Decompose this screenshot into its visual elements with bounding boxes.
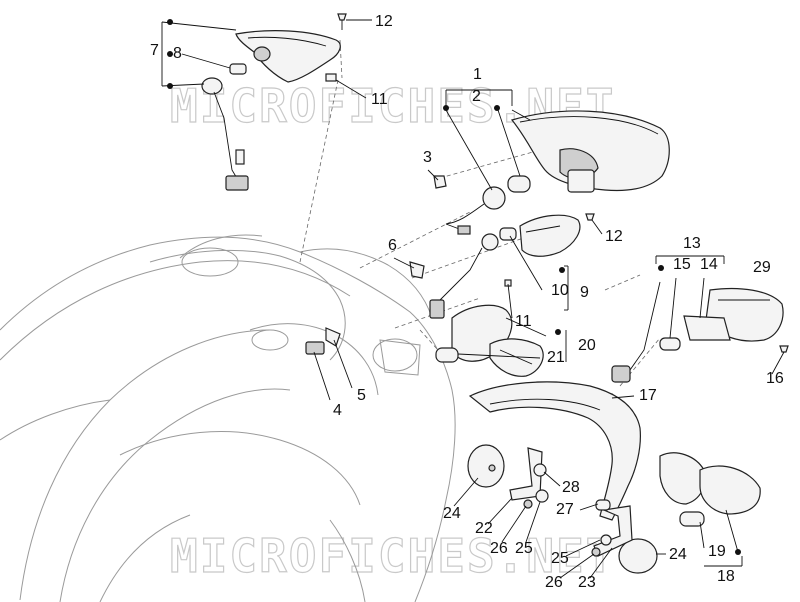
callout-c11a: 11 <box>371 91 388 108</box>
part-clip-5 <box>325 327 341 347</box>
callout-c25a: 25 <box>515 540 533 557</box>
callout-c14: 14 <box>700 256 718 273</box>
callout-c1: 1 <box>473 66 482 83</box>
callout-c10: 10 <box>551 282 569 299</box>
part-socket-harness-7 <box>201 77 249 191</box>
callout-c28: 28 <box>562 479 580 496</box>
part-connector-4 <box>305 341 325 355</box>
part-socket-harness-10 <box>429 227 517 319</box>
callout-c7: 7 <box>150 42 159 59</box>
part-screw-12-top <box>337 13 347 30</box>
part-bulb-19 <box>679 511 705 527</box>
group-bracket-1-2 <box>443 89 531 191</box>
part-top-light <box>235 30 341 83</box>
group-bracket-13 <box>655 255 725 339</box>
callout-c15: 15 <box>673 256 691 273</box>
callout-c29: 29 <box>753 259 771 276</box>
part-small-bulb-8 <box>229 63 247 75</box>
callout-c4: 4 <box>333 402 342 419</box>
callout-c24b: 24 <box>669 546 687 563</box>
callout-c2: 2 <box>472 88 481 105</box>
callout-c12b: 12 <box>605 228 623 245</box>
part-spring-27 <box>595 499 611 511</box>
callout-c22: 22 <box>475 520 493 537</box>
group-bracket-18-19 <box>699 509 743 567</box>
part-indicator-18 <box>659 452 761 515</box>
callout-c27: 27 <box>556 501 574 518</box>
group-bracket-7-8 <box>161 19 237 89</box>
part-clip-6 <box>409 261 425 279</box>
group-bracket-20-21 <box>457 317 567 362</box>
part-tail-light-assembly <box>510 110 670 193</box>
part-nut-28 <box>533 463 547 477</box>
scooter-body-outline <box>0 234 456 602</box>
callout-c12a: 12 <box>375 13 393 30</box>
part-indicator-20 <box>451 304 544 377</box>
part-screw-12-right <box>585 213 595 221</box>
part-housing-14 <box>683 315 731 341</box>
callout-c25b: 25 <box>551 550 569 567</box>
part-clip-11-top <box>325 73 337 82</box>
part-screw-16 <box>779 345 789 353</box>
callout-c3: 3 <box>423 149 432 166</box>
callout-c6: 6 <box>388 237 397 254</box>
group-bracket-9-10 <box>509 235 569 311</box>
callout-leaders <box>313 19 785 579</box>
callout-c23: 23 <box>578 574 596 591</box>
part-socket-harness-1 <box>445 186 506 235</box>
part-reflector-24-left <box>467 444 505 488</box>
callout-c16: 16 <box>766 370 784 387</box>
callout-c8: 8 <box>173 45 182 62</box>
callout-c26b: 26 <box>545 574 563 591</box>
callout-c24a: 24 <box>443 505 461 522</box>
callout-c21: 21 <box>547 349 565 366</box>
part-harness-13 <box>611 281 661 383</box>
part-bulb-2 <box>507 175 531 193</box>
callout-c18: 18 <box>717 568 735 585</box>
part-bulb-15 <box>659 337 681 351</box>
callout-c5: 5 <box>357 387 366 404</box>
part-bulb-21 <box>435 347 459 363</box>
part-reflector-24-right <box>618 538 658 574</box>
part-side-light-9 <box>519 214 581 257</box>
part-washer-25 <box>535 489 612 546</box>
callout-c19: 19 <box>708 543 726 560</box>
part-license-bracket <box>468 381 641 521</box>
callout-c20: 20 <box>578 337 596 354</box>
callout-c11b: 11 <box>515 313 532 330</box>
callout-c9: 9 <box>580 284 589 301</box>
watermark-bottom: MICROFICHES.NET <box>170 529 615 583</box>
part-bracket-22 <box>509 447 543 501</box>
callout-c17: 17 <box>639 387 657 404</box>
callout-c13: 13 <box>683 235 701 252</box>
callout-c26a: 26 <box>490 540 508 557</box>
